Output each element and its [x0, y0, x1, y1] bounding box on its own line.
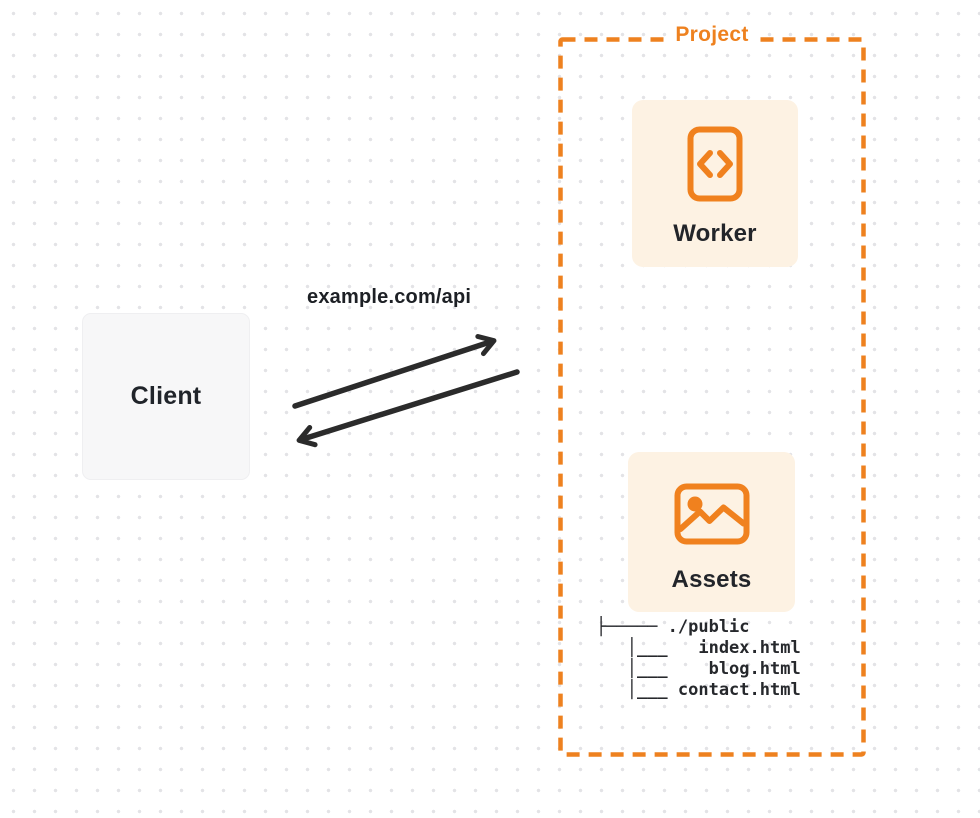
assets-label: Assets	[671, 566, 752, 593]
file-tree-item: │___ blog.html	[596, 659, 801, 679]
chevron-left-icon	[697, 150, 713, 178]
file-tree-root: ├───── ./public	[596, 617, 750, 637]
request-arrow	[292, 334, 497, 409]
worker-node: Worker	[632, 100, 798, 267]
request-url-label: example.com/api	[307, 286, 472, 308]
chevron-right-icon	[717, 150, 733, 178]
response-arrow	[296, 369, 520, 448]
file-tree-item: │___ contact.html	[596, 680, 801, 700]
sun-dot-icon	[687, 496, 702, 512]
client-label: Client	[130, 382, 202, 410]
worker-label: Worker	[673, 220, 757, 247]
assets-node: Assets	[628, 452, 795, 612]
file-tree-item: │___ index.html	[596, 638, 801, 658]
code-document-icon	[687, 126, 743, 202]
project-label: Project	[666, 23, 758, 47]
mountain-line-icon	[677, 504, 746, 532]
client-node: Client	[82, 313, 250, 480]
picture-image-icon	[674, 483, 749, 545]
project-dashed-border	[558, 37, 866, 757]
file-tree: ├───── ./public │___ index.html │___ blo…	[596, 617, 801, 701]
request-response-arrows	[292, 334, 520, 448]
project-boundary: Project Worker Assets ├───── ./public │_…	[558, 23, 866, 757]
